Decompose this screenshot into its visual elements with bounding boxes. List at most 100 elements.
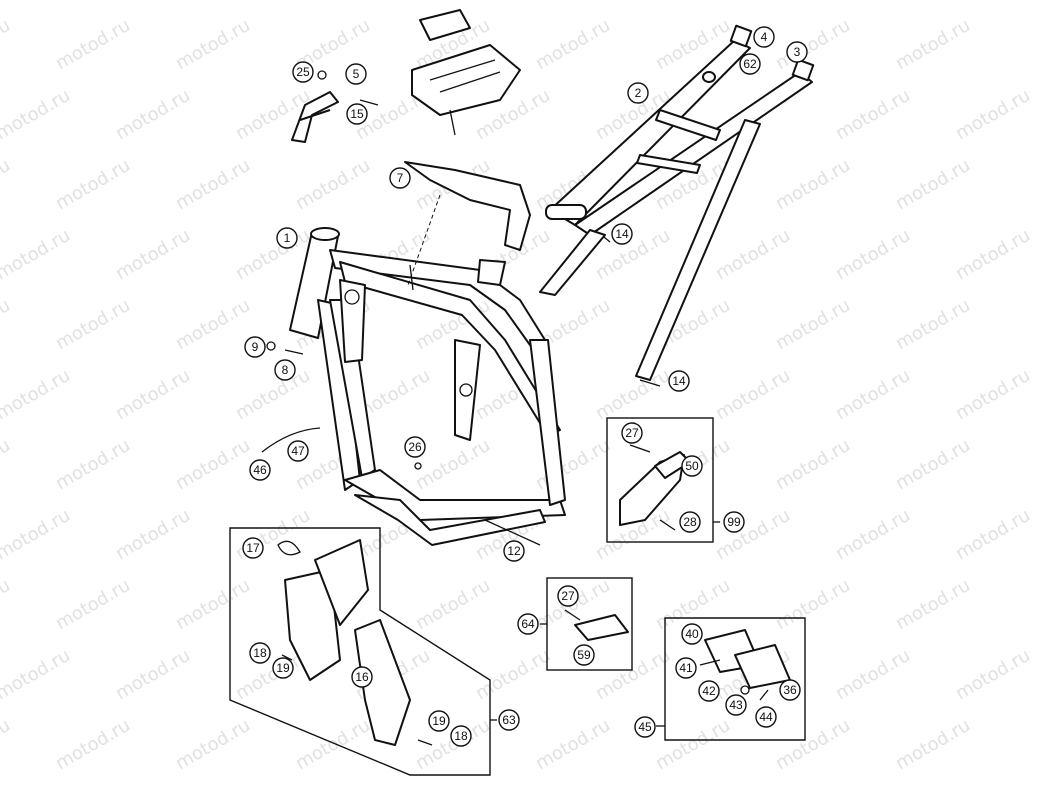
watermark-text: motod.ru bbox=[112, 0, 194, 4]
watermark-text: motod.ru bbox=[592, 645, 674, 704]
svg-text:18: 18 bbox=[253, 646, 267, 660]
watermark-text: motod.ru bbox=[172, 295, 254, 354]
svg-text:7: 7 bbox=[397, 171, 404, 185]
callout-1: 1 bbox=[276, 227, 298, 249]
watermark-text: motod.ru bbox=[472, 645, 554, 704]
watermark-text: motod.ru bbox=[892, 575, 974, 634]
callout-5: 5 bbox=[345, 63, 367, 85]
watermark-text: motod.ru bbox=[52, 155, 134, 214]
watermark-text: motod.ru bbox=[0, 155, 14, 214]
callout-16: 16 bbox=[351, 666, 373, 688]
subframe bbox=[539, 24, 815, 387]
callout-3: 3 bbox=[786, 41, 808, 63]
svg-text:27: 27 bbox=[561, 589, 575, 603]
svg-text:4: 4 bbox=[761, 30, 768, 44]
svg-text:59: 59 bbox=[577, 648, 591, 662]
watermark-text: motod.ru bbox=[532, 715, 614, 774]
callout-18b: 18 bbox=[450, 725, 472, 747]
callout-27a: 27 bbox=[621, 422, 643, 444]
svg-text:40: 40 bbox=[685, 627, 699, 641]
box-45 bbox=[664, 617, 806, 741]
callout-43: 43 bbox=[725, 694, 747, 716]
watermark-text: motod.ru bbox=[892, 715, 974, 774]
callout-19b: 19 bbox=[428, 710, 450, 732]
callout-47: 47 bbox=[287, 440, 309, 462]
svg-text:12: 12 bbox=[507, 544, 521, 558]
callout-14a: 14 bbox=[611, 223, 633, 245]
callout-46: 46 bbox=[249, 459, 271, 481]
watermark-text: motod.ru bbox=[772, 155, 854, 214]
watermark-text: motod.ru bbox=[712, 0, 794, 4]
watermark-text: motod.ru bbox=[952, 645, 1034, 704]
svg-text:63: 63 bbox=[502, 713, 516, 727]
watermark-text: motod.ru bbox=[0, 0, 74, 4]
callout-50: 50 bbox=[681, 455, 703, 477]
svg-text:27: 27 bbox=[625, 426, 639, 440]
watermark-text: motod.ru bbox=[772, 575, 854, 634]
svg-text:26: 26 bbox=[408, 440, 422, 454]
svg-text:9: 9 bbox=[252, 340, 259, 354]
watermark-text: motod.ru bbox=[832, 645, 914, 704]
svg-text:42: 42 bbox=[702, 684, 716, 698]
svg-text:14: 14 bbox=[672, 374, 686, 388]
watermark-text: motod.ru bbox=[892, 155, 974, 214]
box-99 bbox=[606, 417, 714, 543]
svg-text:15: 15 bbox=[350, 107, 364, 121]
box-63 bbox=[229, 527, 491, 776]
watermark-text: motod.ru bbox=[892, 15, 974, 74]
watermark-text: motod.ru bbox=[52, 575, 134, 634]
watermark-text: motod.ru bbox=[592, 0, 674, 4]
callout-15: 15 bbox=[346, 103, 368, 125]
watermark-text: motod.ru bbox=[232, 365, 314, 424]
svg-text:2: 2 bbox=[635, 86, 642, 100]
small-hardware bbox=[261, 341, 541, 546]
svg-text:14: 14 bbox=[615, 227, 629, 241]
watermark-text: motod.ru bbox=[832, 365, 914, 424]
callout-62: 62 bbox=[739, 53, 761, 75]
callout-4: 4 bbox=[753, 26, 775, 48]
svg-text:1: 1 bbox=[284, 231, 291, 245]
svg-text:50: 50 bbox=[685, 459, 699, 473]
watermark-text: motod.ru bbox=[952, 0, 1034, 4]
callout-18a: 18 bbox=[249, 642, 271, 664]
watermark-text: motod.ru bbox=[532, 15, 614, 74]
watermark-text: motod.ru bbox=[712, 505, 794, 564]
svg-text:25: 25 bbox=[296, 65, 310, 79]
callout-42: 42 bbox=[698, 680, 720, 702]
watermark-text: motod.ru bbox=[0, 15, 14, 74]
watermark-text: motod.ru bbox=[412, 575, 494, 634]
watermark-text: motod.ru bbox=[0, 225, 74, 284]
watermark-text: motod.ru bbox=[472, 0, 554, 4]
watermark-text: motod.ru bbox=[52, 435, 134, 494]
svg-text:3: 3 bbox=[794, 45, 801, 59]
watermark-text: motod.ru bbox=[832, 225, 914, 284]
top-bracket-assembly bbox=[411, 9, 521, 136]
svg-text:8: 8 bbox=[282, 363, 289, 377]
svg-text:17: 17 bbox=[246, 541, 260, 555]
callout-12: 12 bbox=[503, 540, 525, 562]
callout-26: 26 bbox=[404, 436, 426, 458]
watermark-text: motod.ru bbox=[0, 85, 74, 144]
watermark-text: motod.ru bbox=[172, 575, 254, 634]
watermark-text: motod.ru bbox=[712, 365, 794, 424]
watermark-text: motod.ru bbox=[0, 645, 74, 704]
svg-text:16: 16 bbox=[355, 670, 369, 684]
leader-lines bbox=[490, 521, 720, 727]
callout-59: 59 bbox=[573, 644, 595, 666]
svg-text:45: 45 bbox=[638, 720, 652, 734]
watermark-text: motod.ru bbox=[892, 295, 974, 354]
watermark-text: motod.ru bbox=[832, 0, 914, 4]
watermark-text: motod.ru bbox=[952, 85, 1034, 144]
callout-27b: 27 bbox=[557, 585, 579, 607]
svg-text:43: 43 bbox=[729, 698, 743, 712]
box-64 bbox=[546, 577, 633, 671]
watermark-text: motod.ru bbox=[52, 295, 134, 354]
watermark-text: motod.ru bbox=[592, 365, 674, 424]
watermark-text: motod.ru bbox=[112, 85, 194, 144]
watermark-text: motod.ru bbox=[772, 295, 854, 354]
watermark-text: motod.ru bbox=[0, 295, 14, 354]
watermark-text: motod.ru bbox=[232, 505, 314, 564]
watermark-text: motod.ru bbox=[112, 645, 194, 704]
watermark-text: motod.ru bbox=[0, 365, 74, 424]
svg-text:41: 41 bbox=[679, 661, 693, 675]
